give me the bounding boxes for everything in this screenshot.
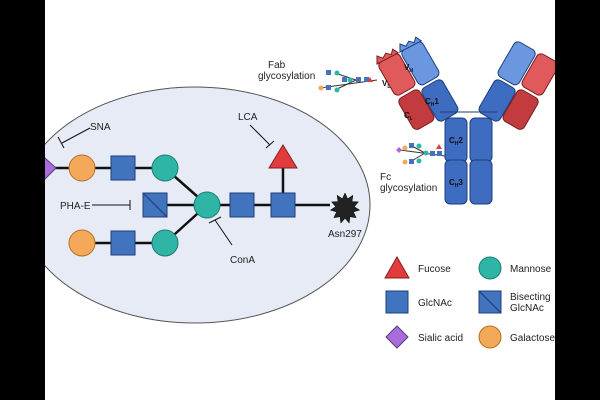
core-glcnac-square [270,192,296,218]
fucose-triangle [268,144,298,169]
svg-text:Bisecting: Bisecting [510,292,551,303]
sna-label: SNA [90,122,111,133]
svg-text:GlcNAc: GlcNAc [418,298,452,309]
fucose-icon [384,255,410,279]
legend-item-bisecting-glcnac: Bisecting GlcNAc [478,290,551,314]
glcnac-square [110,230,136,256]
fc-mini-glycan [396,143,446,165]
svg-text:Galactose: Galactose [510,333,555,344]
legend-item-fucose: Fucose [384,255,451,279]
vh-label: VH [404,63,413,74]
svg-text:Fucose: Fucose [418,264,451,275]
legend-item-galactose: Galactose [478,325,555,349]
asn297-label: Asn297 [328,229,362,240]
fab-mini-glycan [318,70,378,93]
svg-text:GlcNAc: GlcNAc [510,303,544,314]
lca-label: LCA [238,112,258,123]
legend: Fucose Mannose GlcNAc Bisecting GlcNAc S… [384,255,555,349]
svg-text:Mannose: Mannose [510,264,552,275]
ch2-label: CH2 [449,136,463,147]
galactose-circle [68,154,96,182]
svg-text:Sialic acid: Sialic acid [418,333,463,344]
glycan-antibody-diagram: SNA LCA PHA-E ConA Asn297 VH VL CH1 CL C… [45,36,555,349]
sialic-acid-icon [385,325,409,349]
galactose-icon [478,325,502,349]
bisecting-glcnac-square [142,192,168,218]
ch3-label: CH3 [449,178,463,189]
fc-region [444,117,493,205]
glcnac-icon [385,290,409,314]
cl-label: CL [404,111,413,122]
right-fab-arm [478,41,555,130]
legend-item-glcnac: GlcNAc [385,290,452,314]
legend-item-sialic-acid: Sialic acid [385,325,463,349]
vl-label: VL [382,79,390,90]
glcnac-square [110,155,136,181]
sialic-acid-diamond [45,157,57,180]
core-mannose-circle [193,191,221,219]
pha-e-label: PHA-E [60,201,91,212]
lectin-markers [57,124,275,246]
mannose-circle [151,229,179,257]
cona-label: ConA [230,255,255,266]
mannose-icon [478,256,502,280]
galactose-circle [68,229,96,257]
mannose-circle [151,154,179,182]
asn297-star [329,192,361,224]
ch1-label: CH1 [425,97,439,108]
left-fab-arm [376,36,459,130]
figure-canvas: SNA LCA PHA-E ConA Asn297 VH VL CH1 CL C… [45,0,555,400]
core-glcnac-square [229,192,255,218]
legend-item-mannose: Mannose [478,256,552,280]
